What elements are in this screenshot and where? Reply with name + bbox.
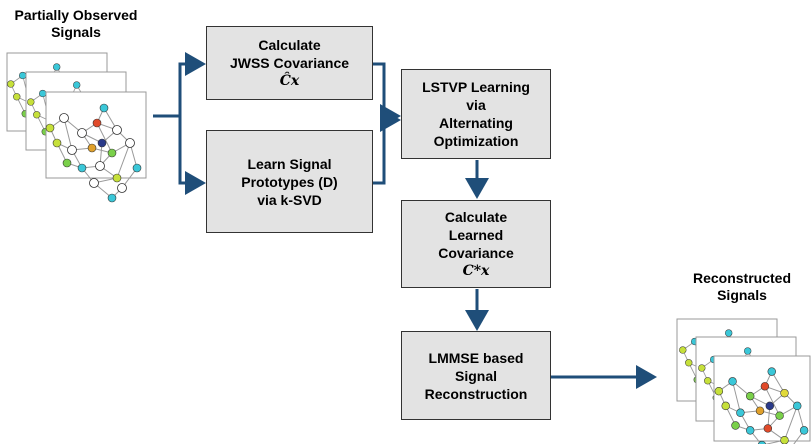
lstvp-line-2: via — [466, 97, 486, 113]
lmmse-reconstruction-box: LMMSE based Signal Reconstruction — [401, 331, 551, 420]
output-caption-line-1: Reconstructed — [692, 270, 792, 286]
learned-cov-line-1: Calculate — [444, 209, 508, 225]
flow-arrows — [153, 52, 657, 389]
output-graph-stack — [676, 318, 811, 444]
jwss-covariance-box: Calculate JWSS Covariance Ĉx — [206, 26, 373, 100]
jwss-covariance-symbol: Ĉx — [279, 73, 300, 89]
lstvp-line-4: Optimization — [433, 133, 519, 149]
signal-prototypes-box: Learn Signal Prototypes (D) via k-SVD — [206, 130, 373, 233]
lmmse-line-2: Signal — [454, 367, 497, 384]
output-caption-line-2: Signals — [717, 287, 767, 303]
learned-cov-line-2: Learned — [448, 227, 504, 243]
lstvp-line-3: Alternating — [439, 115, 513, 131]
input-caption-line-2: Signals — [51, 24, 101, 40]
lmmse-line-1: LMMSE based — [428, 349, 524, 366]
lstvp-line-1: LSTVP Learning — [422, 79, 530, 95]
input-signals-caption: Partially Observed Signals — [0, 7, 152, 41]
input-caption-line-1: Partially Observed — [14, 7, 138, 23]
prototypes-line-3: via k-SVD — [257, 191, 322, 208]
output-signals-caption: Reconstructed Signals — [672, 270, 812, 304]
learned-covariance-box: Calculate Learned Covariance C*x — [401, 200, 551, 288]
input-graph-stack — [6, 52, 147, 203]
lmmse-line-3: Reconstruction — [424, 385, 528, 402]
jwss-line-2: JWSS Covariance — [229, 55, 350, 71]
jwss-line-1: Calculate — [258, 37, 321, 53]
learned-cov-line-3: Covariance — [438, 245, 514, 261]
learned-covariance-symbol: C*x — [462, 263, 490, 279]
lstvp-learning-box: LSTVP Learning via Alternating Optimizat… — [401, 69, 551, 159]
prototypes-line-1: Learn Signal — [247, 155, 332, 172]
prototypes-line-2: Prototypes (D) — [241, 173, 338, 190]
